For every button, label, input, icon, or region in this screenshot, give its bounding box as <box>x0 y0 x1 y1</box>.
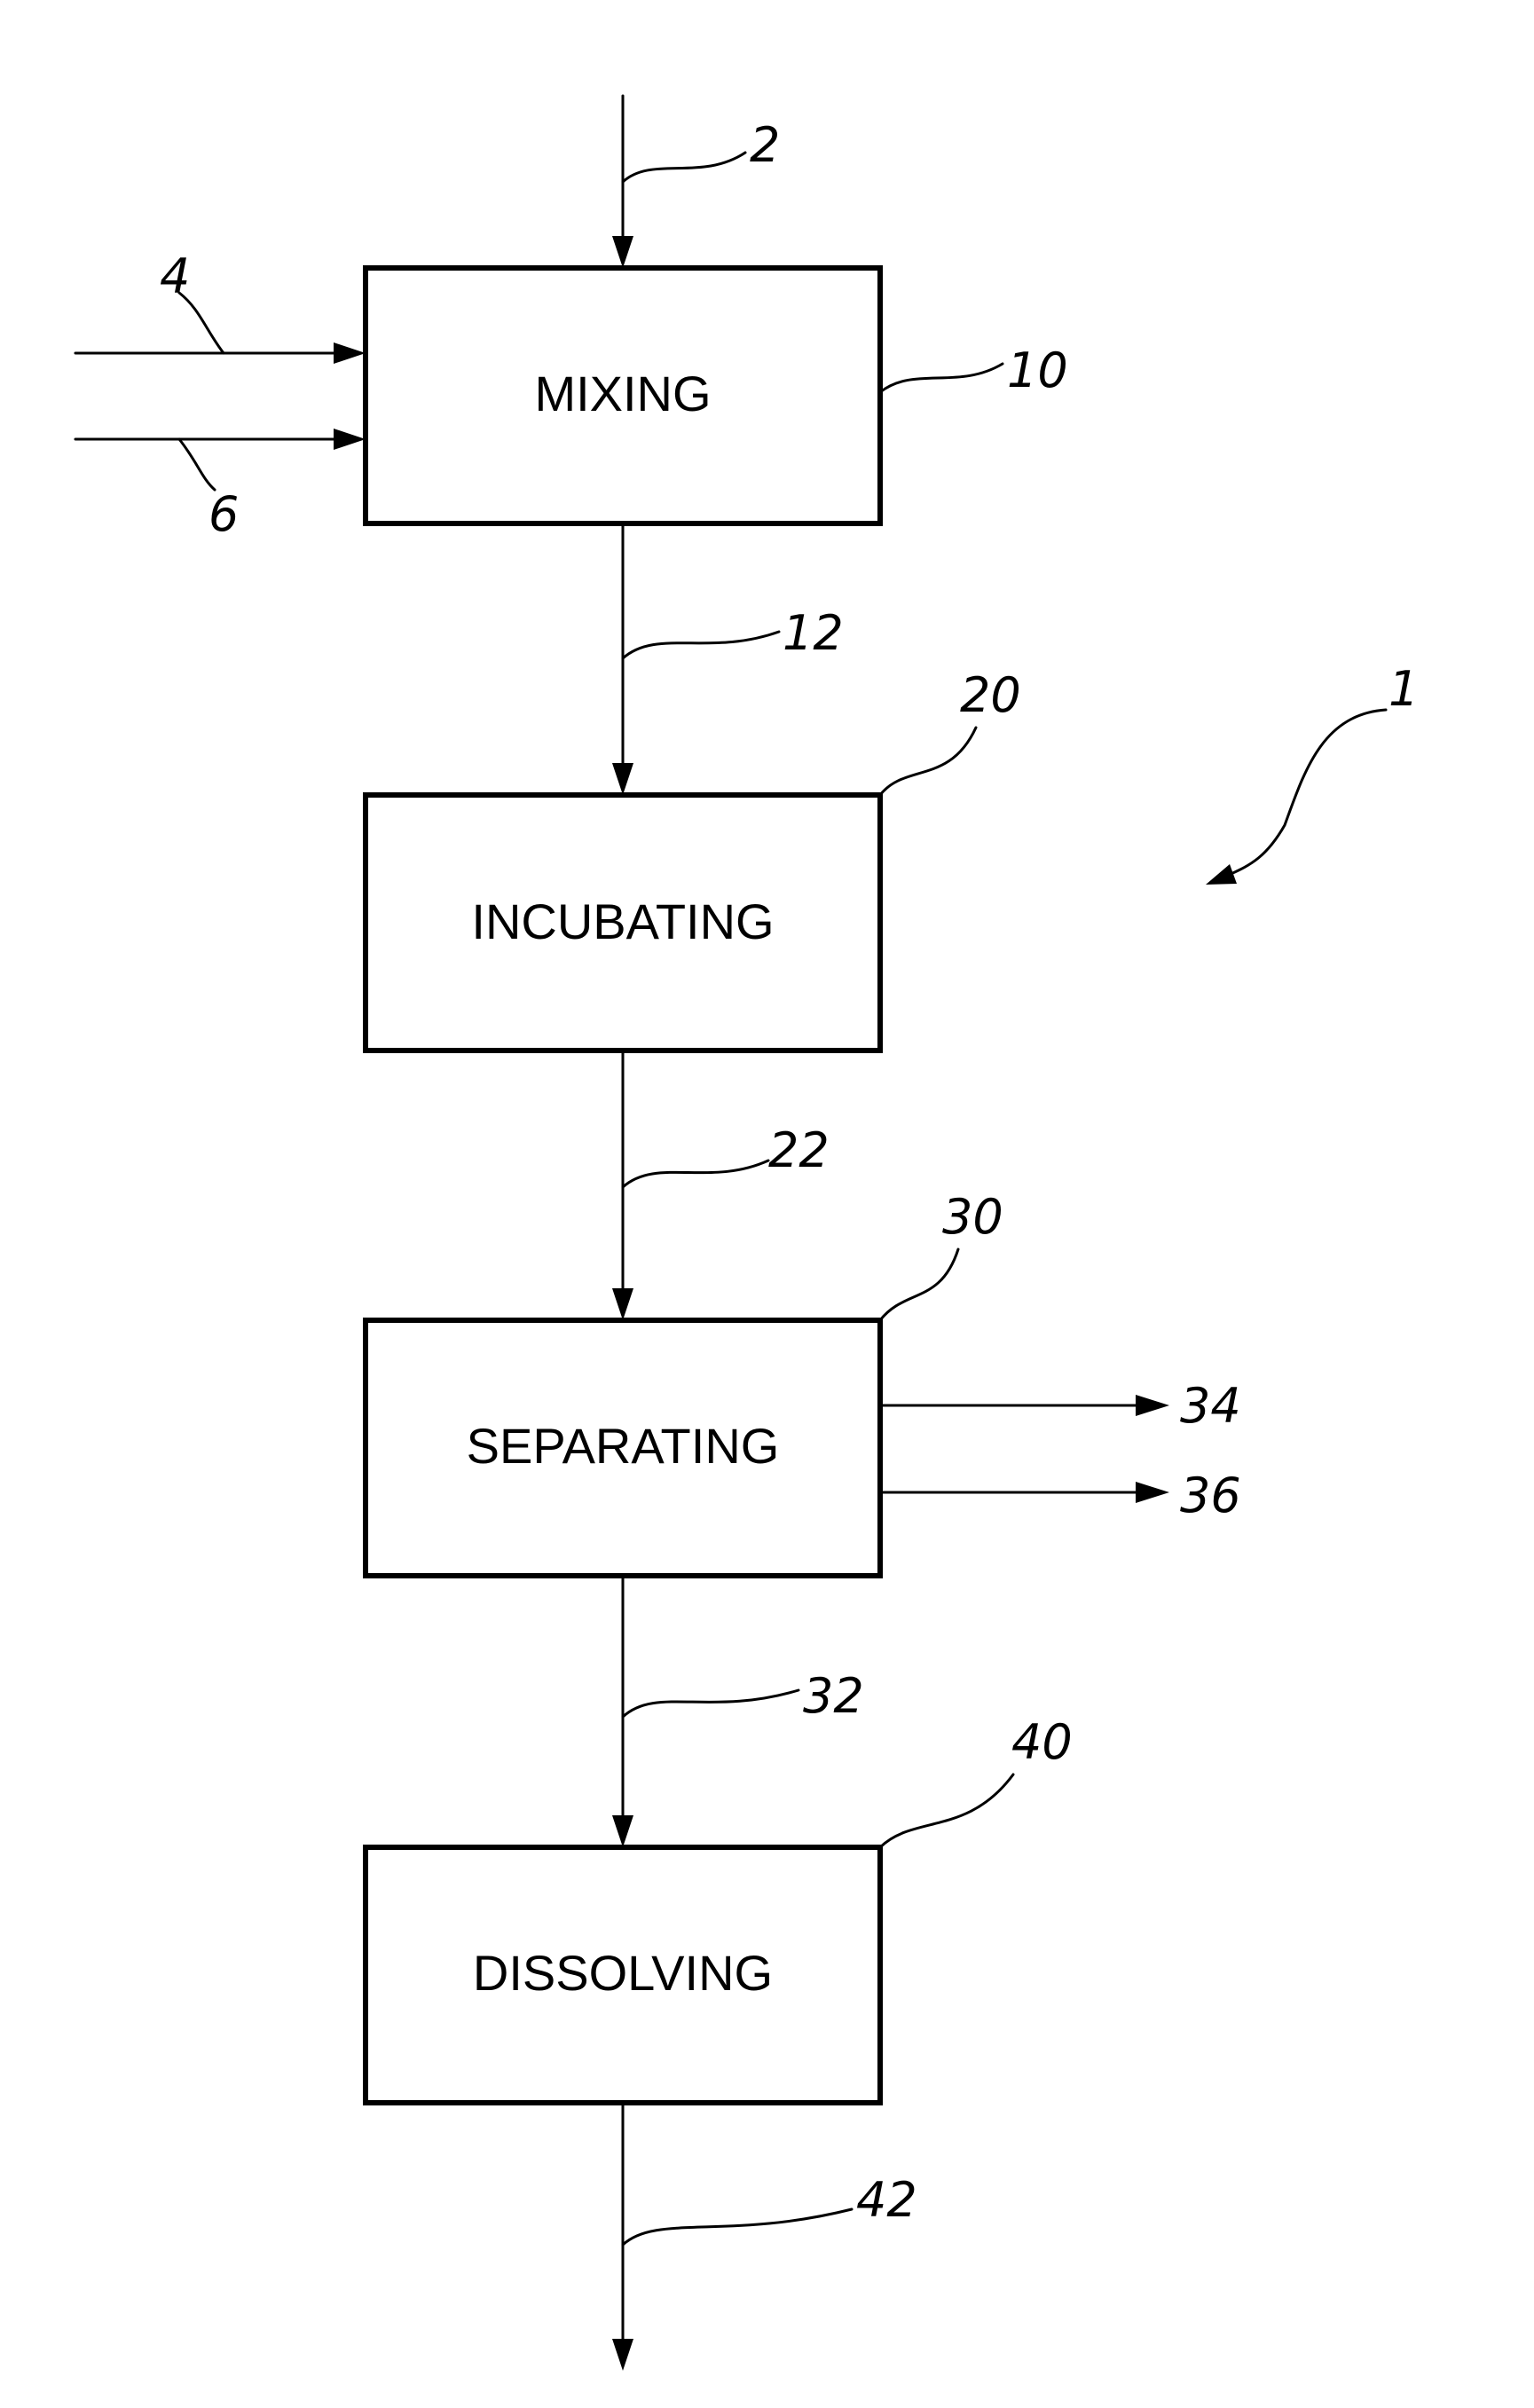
leader-ref-1 <box>1229 710 1386 875</box>
arrowhead-input-top <box>612 236 633 268</box>
ref-label-34: 34 <box>1180 1378 1241 1434</box>
step-label-incubating: INCUBATING <box>471 893 774 949</box>
ref-label-12: 12 <box>783 605 844 661</box>
ref-label-32: 32 <box>803 1668 864 1724</box>
ref-label-6: 6 <box>208 486 239 542</box>
leader-ref-6 <box>179 439 215 490</box>
arrowhead-output-42 <box>612 2339 633 2371</box>
leader-ref-2 <box>623 153 745 182</box>
ref-label-1: 1 <box>1388 661 1419 717</box>
leader-ref-40 <box>880 1775 1013 1847</box>
ref-label-10: 10 <box>1007 342 1068 398</box>
arrowhead-output-36 <box>1136 1482 1169 1503</box>
leader-ref-10 <box>880 364 1003 392</box>
ref-label-42: 42 <box>856 2172 917 2228</box>
step-label-separating: SEPARATING <box>467 1418 780 1474</box>
arrowhead-input-side-b <box>334 429 366 450</box>
step-label-dissolving: DISSOLVING <box>473 1945 773 2001</box>
leader-ref-30 <box>880 1249 958 1320</box>
leader-ref-42 <box>623 2209 852 2245</box>
ref-label-36: 36 <box>1180 1468 1241 1523</box>
leader-ref-12 <box>623 632 779 658</box>
arrowhead-32 <box>612 1815 633 1847</box>
ref-label-4: 4 <box>160 248 190 304</box>
leader-ref-20 <box>880 728 976 795</box>
step-label-mixing: MIXING <box>534 366 711 421</box>
leader-ref-22 <box>623 1161 768 1187</box>
arrowhead-input-side-a <box>334 342 366 364</box>
ref-label-40: 40 <box>1011 1714 1073 1770</box>
arrowhead-ref-1 <box>1206 864 1237 885</box>
arrowhead-22 <box>612 1288 633 1320</box>
arrowhead-output-34 <box>1136 1395 1169 1416</box>
leader-ref-32 <box>623 1690 798 1717</box>
ref-label-22: 22 <box>768 1122 830 1178</box>
arrowhead-12 <box>612 763 633 795</box>
ref-label-20: 20 <box>960 667 1021 723</box>
ref-label-30: 30 <box>942 1189 1003 1245</box>
ref-label-2: 2 <box>750 117 780 173</box>
